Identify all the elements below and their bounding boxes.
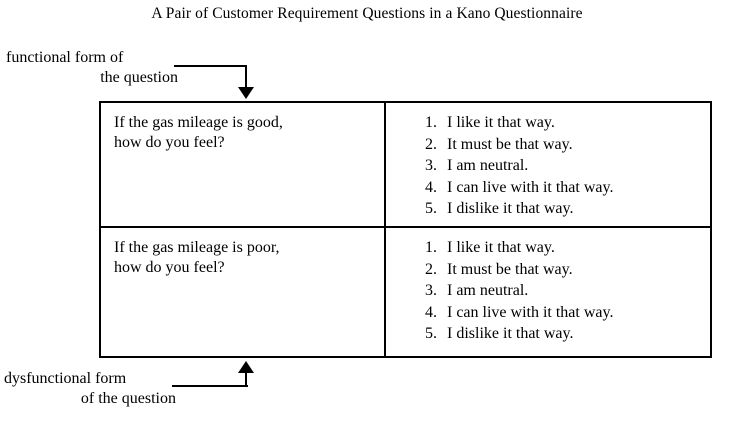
answer-cell-dysfunctional: 1. I like it that way. 2. It must be that …: [386, 228, 710, 356]
question-line2: how do you feel?: [114, 259, 225, 276]
option-number: 4.: [425, 303, 437, 321]
question-line1: If the gas mileage is poor,: [114, 239, 280, 256]
figure-title: A Pair of Customer Requirement Questions…: [151, 5, 583, 22]
answer-cell-functional: 1. I like it that way. 2. It must be that …: [386, 103, 710, 226]
table-row: If the gas mileage is poor, how do you f…: [101, 228, 710, 356]
option-label: I can live with it that way.: [447, 303, 614, 321]
functional-form-callout-line2: the question: [100, 69, 178, 86]
option-number: 2.: [425, 260, 437, 278]
option-number: 1.: [425, 239, 437, 256]
question-line1: If the gas mileage is good,: [114, 114, 283, 131]
functional-form-callout-line1: functional form of: [6, 49, 124, 66]
list-item: 5. I dislike it that way.: [386, 323, 710, 345]
leader-horizontal-segment: [172, 385, 248, 387]
dysfunctional-form-callout-line2: of the question: [80, 390, 176, 407]
question-line2: how do you feel?: [114, 134, 225, 151]
list-item: 3. I am neutral.: [386, 280, 710, 302]
answer-options-list: 1. I like it that way. 2. It must be that …: [386, 237, 710, 345]
functional-form-callout-label: functional form of the question: [6, 48, 178, 88]
answer-options-list: 1. I like it that way. 2. It must be that …: [386, 112, 710, 220]
option-label: I can live with it that way.: [447, 178, 614, 196]
option-label: I dislike it that way.: [447, 200, 574, 217]
question-text: If the gas mileage is good, how do you f…: [114, 113, 384, 153]
option-label: I like it that way.: [447, 239, 555, 256]
option-label: I dislike it that way.: [447, 325, 574, 342]
option-label: I am neutral.: [447, 282, 529, 299]
arrow-up-icon: [238, 361, 254, 373]
list-item: 5. I dislike it that way.: [386, 198, 710, 220]
leader-vertical-segment: [245, 372, 247, 387]
question-text: If the gas mileage is poor, how do you f…: [114, 238, 384, 278]
option-number: 4.: [425, 178, 437, 196]
list-item: 2. It must be that way.: [386, 134, 710, 156]
option-number: 5.: [425, 200, 437, 217]
list-item: 1. I like it that way.: [386, 237, 710, 259]
question-cell-functional: If the gas mileage is good, how do you f…: [101, 103, 386, 226]
question-cell-dysfunctional: If the gas mileage is poor, how do you f…: [101, 228, 386, 356]
questionnaire-table: If the gas mileage is good, how do you f…: [99, 101, 712, 358]
dysfunctional-form-callout-line1: dysfunctional form: [4, 370, 127, 387]
option-label: It must be that way.: [447, 260, 573, 278]
option-number: 2.: [425, 135, 437, 153]
list-item: 4. I can live with it that way.: [386, 302, 710, 324]
dysfunctional-form-callout-label: dysfunctional form of the question: [4, 369, 176, 409]
table-row: If the gas mileage is good, how do you f…: [101, 103, 710, 228]
option-number: 5.: [425, 325, 437, 342]
arrow-down-icon: [238, 87, 254, 99]
leader-vertical-segment: [245, 65, 247, 89]
option-number: 1.: [425, 114, 437, 131]
option-number: 3.: [425, 157, 437, 174]
leader-horizontal-segment: [174, 65, 247, 67]
list-item: 3. I am neutral.: [386, 155, 710, 177]
list-item: 1. I like it that way.: [386, 112, 710, 134]
option-label: I like it that way.: [447, 114, 555, 131]
option-label: It must be that way.: [447, 135, 573, 153]
list-item: 4. I can live with it that way.: [386, 177, 710, 199]
option-label: I am neutral.: [447, 157, 529, 174]
list-item: 2. It must be that way.: [386, 259, 710, 281]
option-number: 3.: [425, 282, 437, 299]
